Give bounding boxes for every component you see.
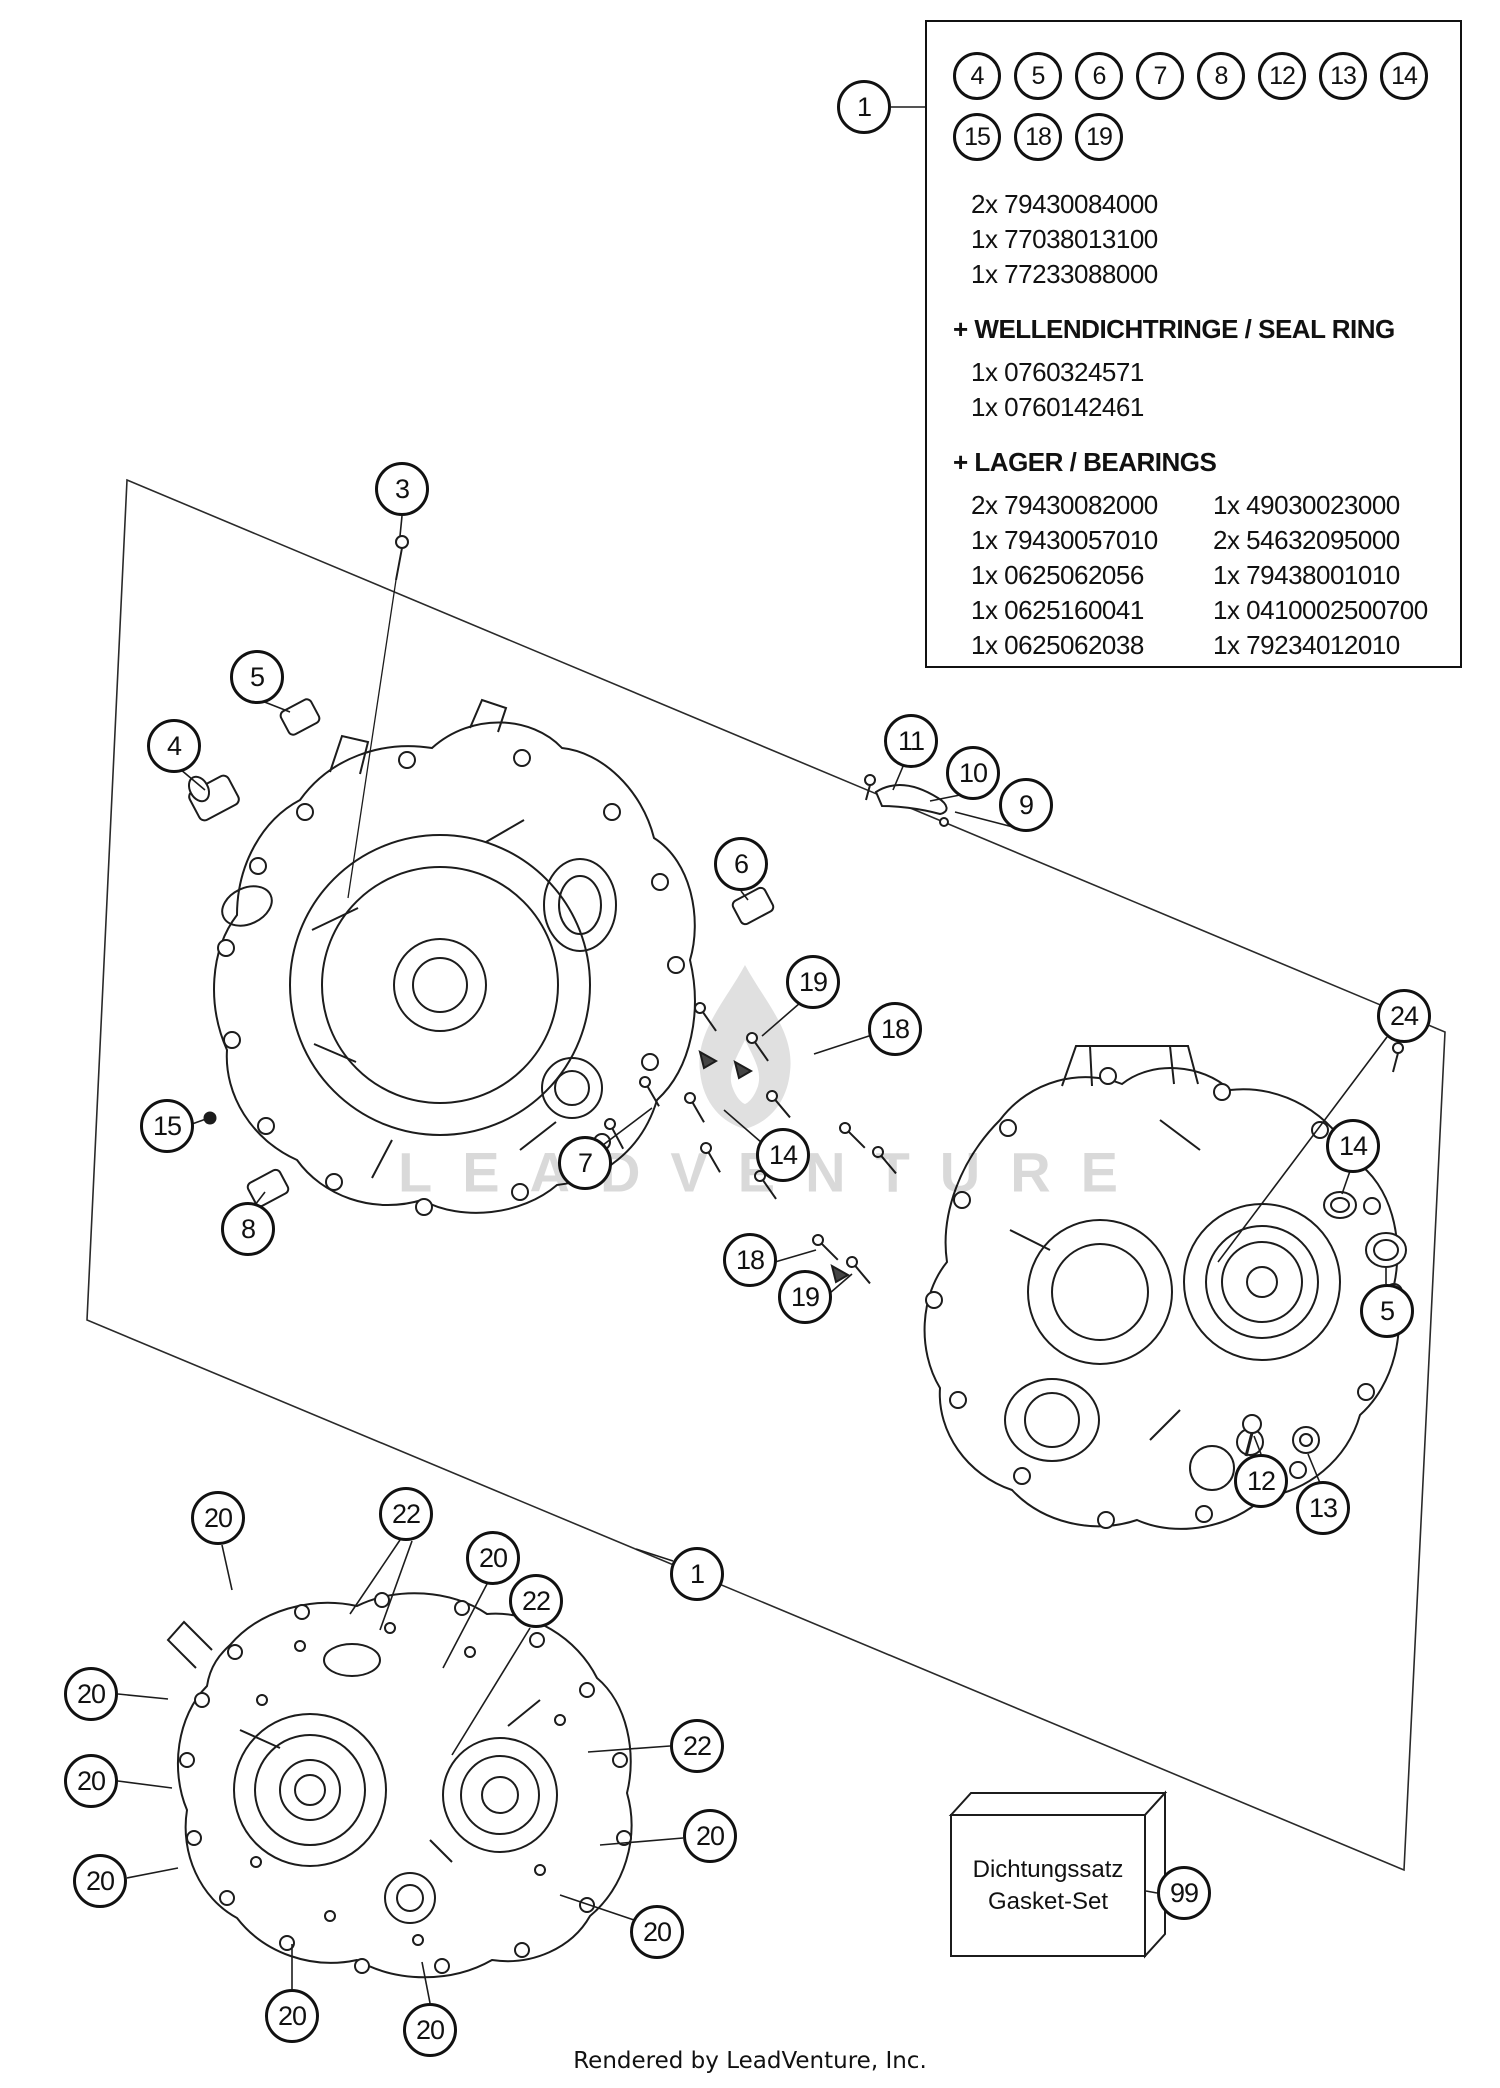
bearings-column-2: 1x 49030023000 2x 54632095000 1x 794380010…: [1195, 488, 1428, 663]
bearings-column-1: 2x 79430082000 1x 79430057010 1x 062506205…: [953, 488, 1195, 663]
part-number-line: 1x 77233088000: [971, 259, 1158, 289]
main-parts-list: 2x 79430084000 1x 77038013100 1x 772330880…: [953, 187, 1446, 292]
gasket-set-box-label: Dichtungssatz Gasket-Set: [951, 1815, 1145, 1956]
part-number-line: 1x 79430057010: [971, 525, 1158, 555]
callout-20[interactable]: 20: [265, 1989, 319, 2043]
callout-22[interactable]: 22: [509, 1574, 563, 1628]
bearings-heading: + LAGER / BEARINGS: [953, 447, 1217, 477]
callout-14[interactable]: 14: [1326, 1119, 1380, 1173]
callout-20[interactable]: 20: [73, 1854, 127, 1908]
part-number-line: 2x 54632095000: [1213, 525, 1400, 555]
part-number-line: 2x 79430082000: [971, 490, 1158, 520]
callout-18[interactable]: 18: [868, 1002, 922, 1056]
part-number-line: 1x 79234012010: [1213, 630, 1400, 660]
gasket-box-drawing: [948, 1790, 1168, 1959]
seal-ring-heading: + WELLENDICHTRINGE / SEAL RING: [953, 314, 1395, 344]
info-callout-chip[interactable]: 6: [1075, 52, 1123, 100]
part-number-line: 1x 0625062056: [971, 560, 1144, 590]
info-callout-chip[interactable]: 7: [1136, 52, 1184, 100]
engine-case-right-drawing: [923, 1045, 1403, 1530]
part-number-line: 1x 0625160041: [971, 595, 1144, 625]
callout-5[interactable]: 5: [1360, 1284, 1414, 1338]
callout-20[interactable]: 20: [403, 2003, 457, 2057]
info-callout-chip[interactable]: 4: [953, 52, 1001, 100]
boundary-frame: [86, 478, 1446, 1872]
callout-20[interactable]: 20: [630, 1905, 684, 1959]
part-number-line: 1x 0760142461: [971, 392, 1144, 422]
callout-24[interactable]: 24: [1377, 989, 1431, 1043]
callout-14[interactable]: 14: [756, 1128, 810, 1182]
callout-3[interactable]: 3: [375, 462, 429, 516]
info-callout-chip[interactable]: 15: [953, 113, 1001, 161]
callout-6[interactable]: 6: [714, 837, 768, 891]
callout-20[interactable]: 20: [466, 1531, 520, 1585]
info-callout-chip[interactable]: 13: [1319, 52, 1367, 100]
callout-19[interactable]: 19: [778, 1270, 832, 1324]
hardware-parts-drawing: [187, 535, 1407, 1457]
part-number-line: 1x 0625062038: [971, 630, 1144, 660]
callout-20[interactable]: 20: [64, 1754, 118, 1808]
callout-12[interactable]: 12: [1234, 1454, 1288, 1508]
callout-20[interactable]: 20: [683, 1809, 737, 1863]
gasket-label-line-1: Dichtungssatz: [972, 1855, 1124, 1883]
callout-15[interactable]: 15: [140, 1099, 194, 1153]
render-credit-footer: Rendered by LeadVenture, Inc.: [573, 2048, 927, 2074]
callout-10[interactable]: 10: [946, 746, 1000, 800]
leader-lines: [117, 106, 1388, 2004]
callout-9[interactable]: 9: [999, 778, 1053, 832]
part-number-line: 1x 77038013100: [971, 224, 1158, 254]
callout-99[interactable]: 99: [1157, 1866, 1211, 1920]
callout-8[interactable]: 8: [221, 1202, 275, 1256]
info-callout-chip[interactable]: 14: [1380, 52, 1428, 100]
callout-13[interactable]: 13: [1296, 1481, 1350, 1535]
info-callout-chip[interactable]: 5: [1014, 52, 1062, 100]
callout-20[interactable]: 20: [191, 1491, 245, 1545]
part-number-line: 1x 0760324571: [971, 357, 1144, 387]
gasket-label-line-2: Gasket-Set: [987, 1887, 1109, 1915]
callout-11[interactable]: 11: [884, 714, 938, 768]
engine-case-left-drawing: [213, 698, 696, 1216]
callout-22[interactable]: 22: [670, 1719, 724, 1773]
info-callout-chip[interactable]: 12: [1258, 52, 1306, 100]
callout-1[interactable]: 1: [837, 80, 891, 134]
callout-4[interactable]: 4: [147, 719, 201, 773]
seal-ring-parts-list: 1x 0760324571 1x 0760142461: [953, 355, 1446, 425]
info-callout-chip[interactable]: 18: [1014, 113, 1062, 161]
callout-7[interactable]: 7: [558, 1136, 612, 1190]
fastener-pins: [604, 1002, 897, 1285]
engine-case-bottom-drawing: [166, 1592, 633, 1979]
callout-1[interactable]: 1: [670, 1547, 724, 1601]
callout-5[interactable]: 5: [230, 650, 284, 704]
info-callout-row-2: 15 18 19: [953, 113, 1446, 161]
part-number-line: 2x 79430084000: [971, 189, 1158, 219]
info-callout-chip[interactable]: 8: [1197, 52, 1245, 100]
callout-18[interactable]: 18: [723, 1233, 777, 1287]
callout-20[interactable]: 20: [64, 1667, 118, 1721]
callout-19[interactable]: 19: [786, 955, 840, 1009]
part-number-line: 1x 49030023000: [1213, 490, 1400, 520]
part-number-line: 1x 0410002500700: [1213, 595, 1428, 625]
callout-22[interactable]: 22: [379, 1487, 433, 1541]
bearings-list: 2x 79430082000 1x 79430057010 1x 062506205…: [953, 488, 1446, 663]
watermark-flame-icon: [699, 965, 791, 1129]
part-number-line: 1x 79438001010: [1213, 560, 1400, 590]
info-callout-chip[interactable]: 19: [1075, 113, 1123, 161]
